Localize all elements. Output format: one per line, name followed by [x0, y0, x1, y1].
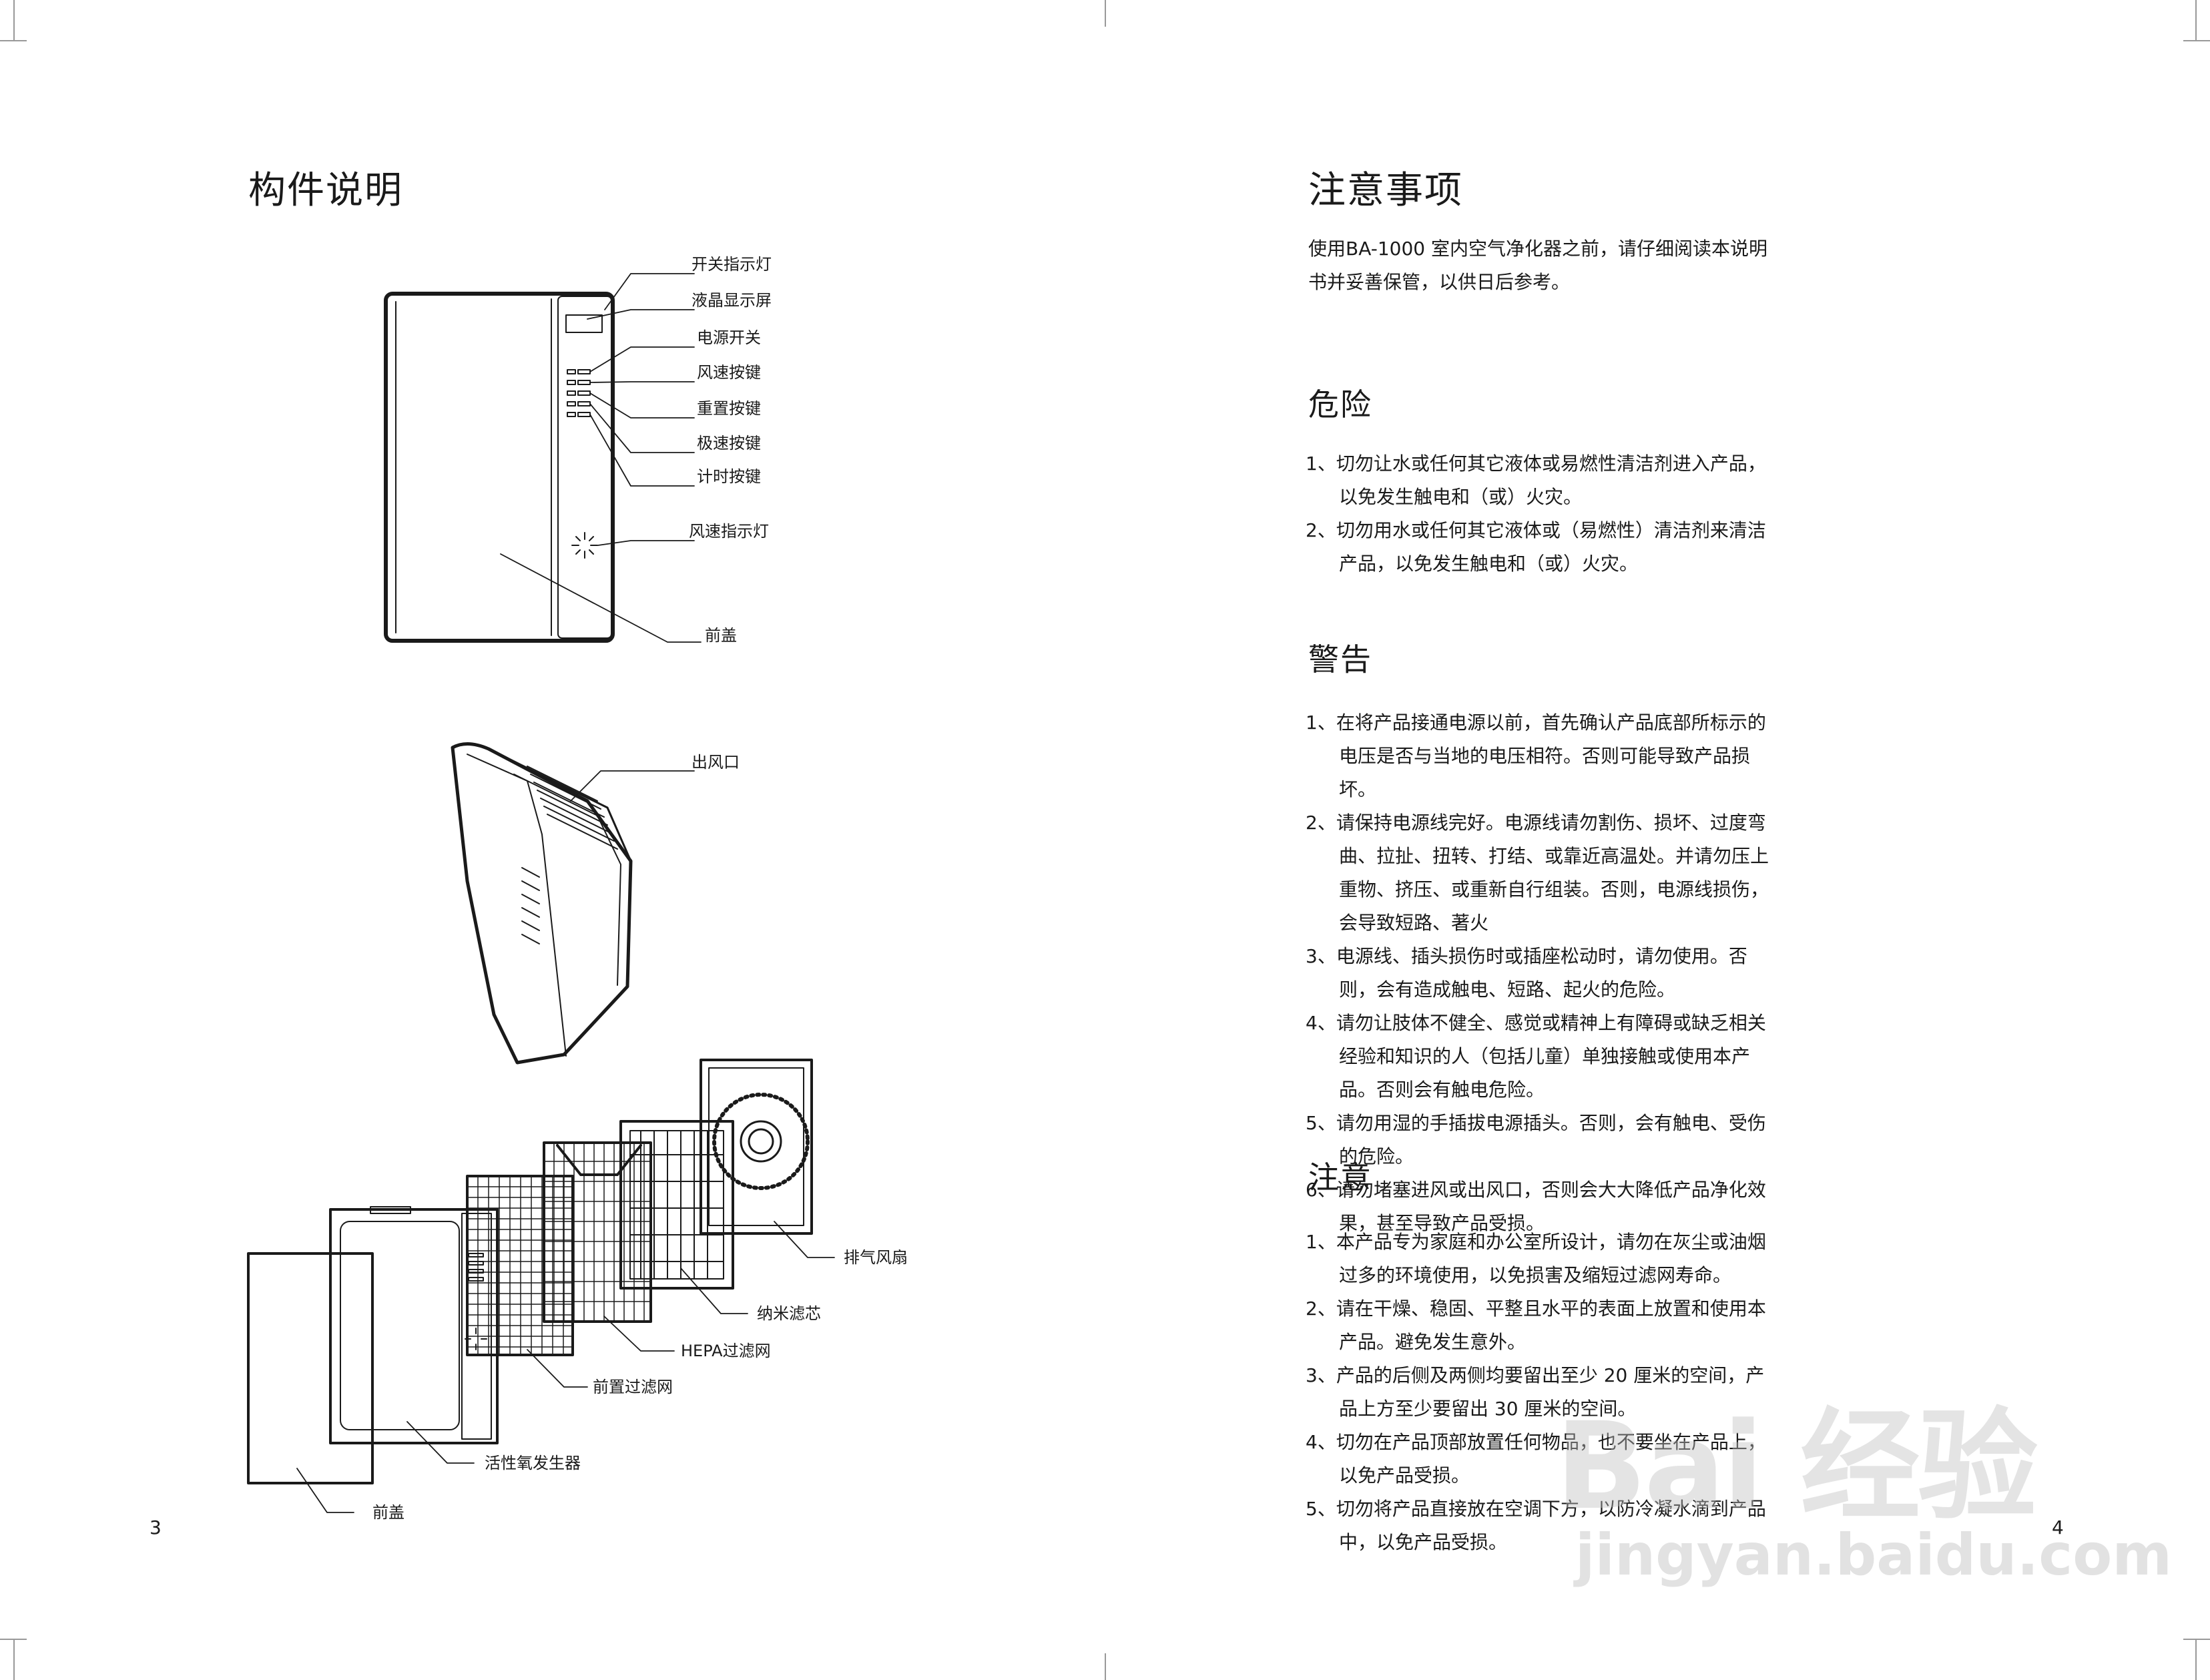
section-heading-warning: 警告	[1308, 641, 1372, 677]
intro-paragraph: 使用BA-1000 室内空气净化器之前，请仔细阅读本说明书并妥善保管，以供日后参…	[1308, 238, 1768, 293]
label-nano-filter: 纳米滤芯	[757, 1304, 821, 1323]
list-item: 1、本产品专为家庭和办公室所设计，请勿在灰尘或油烟过多的环境使用，以免损害及缩短…	[1306, 1231, 1766, 1286]
label-fan-indicator: 风速指示灯	[689, 522, 769, 541]
list-item: 2、请在干燥、稳固、平整且水平的表面上放置和使用本产品。避免发生意外。	[1306, 1298, 1766, 1353]
crop-mark	[2183, 40, 2210, 41]
crop-mark	[2195, 0, 2197, 40]
leader-lines-fig1	[500, 273, 702, 643]
warning-list: 1、在将产品接通电源以前，首先确认产品底部所标示的电压是否与当地的电压相符。否则…	[1306, 706, 1773, 1240]
components-diagram: 开关指示灯 液晶显示屏 电源开关 风速按键 重置按键 极速按键 计时按键 风速指…	[247, 255, 908, 1522]
section-heading-danger: 危险	[1308, 386, 1372, 423]
crop-mark	[1105, 1653, 1106, 1680]
crop-mark	[0, 1639, 27, 1640]
label-timer-button: 计时按键	[697, 467, 761, 486]
label-power-switch: 电源开关	[697, 328, 761, 347]
left-page: 构件说明	[150, 169, 908, 1538]
label-pre-filter: 前置过滤网	[593, 1378, 673, 1396]
label-lcd-screen: 液晶显示屏	[692, 291, 772, 310]
purifier-front-view	[384, 292, 615, 643]
list-item: 3、电源线、插头损伤时或插座松动时，请勿使用。否则，会有造成触电、短路、起火的危…	[1306, 945, 1747, 1001]
label-active-oxygen-generator: 活性氧发生器	[485, 1454, 581, 1472]
crop-mark	[13, 1640, 15, 1680]
watermark-url: jingyan.baidu.com	[1575, 1522, 2172, 1589]
caution-list: 1、本产品专为家庭和办公室所设计，请勿在灰尘或油烟过多的环境使用，以免损害及缩短…	[1306, 1225, 1773, 1559]
section-heading-caution: 注意	[1308, 1159, 1372, 1195]
list-item: 3、产品的后侧及两侧均要留出至少 20 厘米的空间，产品上方至少要留出 30 厘…	[1306, 1364, 1765, 1420]
air-outlet-grille-icon	[527, 766, 618, 850]
page-title: 注意事项	[1308, 169, 1463, 212]
label-turbo-button: 极速按键	[697, 434, 761, 453]
crop-mark	[0, 40, 27, 41]
watermark-logo-text: Bai 经验	[1555, 1397, 2038, 1536]
right-page: 注意事项 使用BA-1000 室内空气净化器之前，请仔细阅读本说明书并妥善保管，…	[1105, 0, 2210, 1680]
label-front-cover: 前盖	[705, 626, 737, 645]
page-number: 4	[2052, 1516, 2064, 1538]
label-front-cover: 前盖	[372, 1503, 404, 1522]
baidu-watermark: Bai 经验 jingyan.baidu.com	[1555, 1368, 2172, 1649]
control-button-icon	[567, 369, 591, 417]
list-item: 1、在将产品接通电源以前，首先确认产品底部所标示的电压是否与当地的电压相符。否则…	[1306, 712, 1766, 800]
label-exhaust-fan: 排气风扇	[844, 1248, 908, 1267]
list-item: 2、切勿用水或任何其它液体或（易燃性）清洁剂来清洁产品，以免发生触电和（或）火灾…	[1306, 519, 1766, 575]
list-item: 1、切勿让水或任何其它液体或易燃性清洁剂进入产品，以免发生触电和（或）火灾。	[1306, 453, 1766, 508]
crop-mark	[2195, 1640, 2197, 1680]
leader-lines-fig3	[296, 1221, 835, 1513]
list-item: 5、请勿用湿的手插拔电源插头。否则，会有触电、受伤的危险。	[1306, 1112, 1766, 1167]
label-fan-speed-button: 风速按键	[697, 363, 761, 382]
purifier-exploded-view	[247, 1059, 813, 1484]
label-hepa-filter: HEPA过滤网	[681, 1342, 771, 1360]
list-item: 6、请勿堵塞进风或出风口，否则会大大降低产品净化效果，甚至导致产品受损。	[1306, 1179, 1766, 1234]
list-item: 2、请保持电源线完好。电源线请勿割伤、损坏、过度弯曲、拉扯、扭转、打结、或靠近高…	[1306, 812, 1769, 934]
fan-indicator-icon	[571, 532, 598, 559]
danger-list: 1、切勿让水或任何其它液体或易燃性清洁剂进入产品，以免发生触电和（或）火灾。 2…	[1306, 447, 1773, 581]
crop-mark	[1105, 0, 1106, 27]
label-air-outlet: 出风口	[692, 753, 740, 772]
label-reset-button: 重置按键	[697, 399, 761, 418]
list-item: 4、切勿在产品顶部放置任何物品，也不要坐在产品上，以免产品受损。	[1306, 1431, 1766, 1486]
label-power-indicator: 开关指示灯	[692, 255, 772, 274]
list-item: 4、请勿让肢体不健全、感觉或精神上有障碍或缺乏相关经验和知识的人（包括儿童）单独…	[1306, 1012, 1766, 1101]
list-item: 5、切勿将产品直接放在空调下方，以防冷凝水滴到产品中，以免产品受损。	[1306, 1498, 1766, 1553]
crop-mark	[2183, 1639, 2210, 1640]
page-number: 3	[150, 1516, 162, 1538]
purifier-iso-view	[451, 742, 695, 1065]
page-title: 构件说明	[248, 169, 403, 212]
crop-mark	[13, 0, 15, 40]
